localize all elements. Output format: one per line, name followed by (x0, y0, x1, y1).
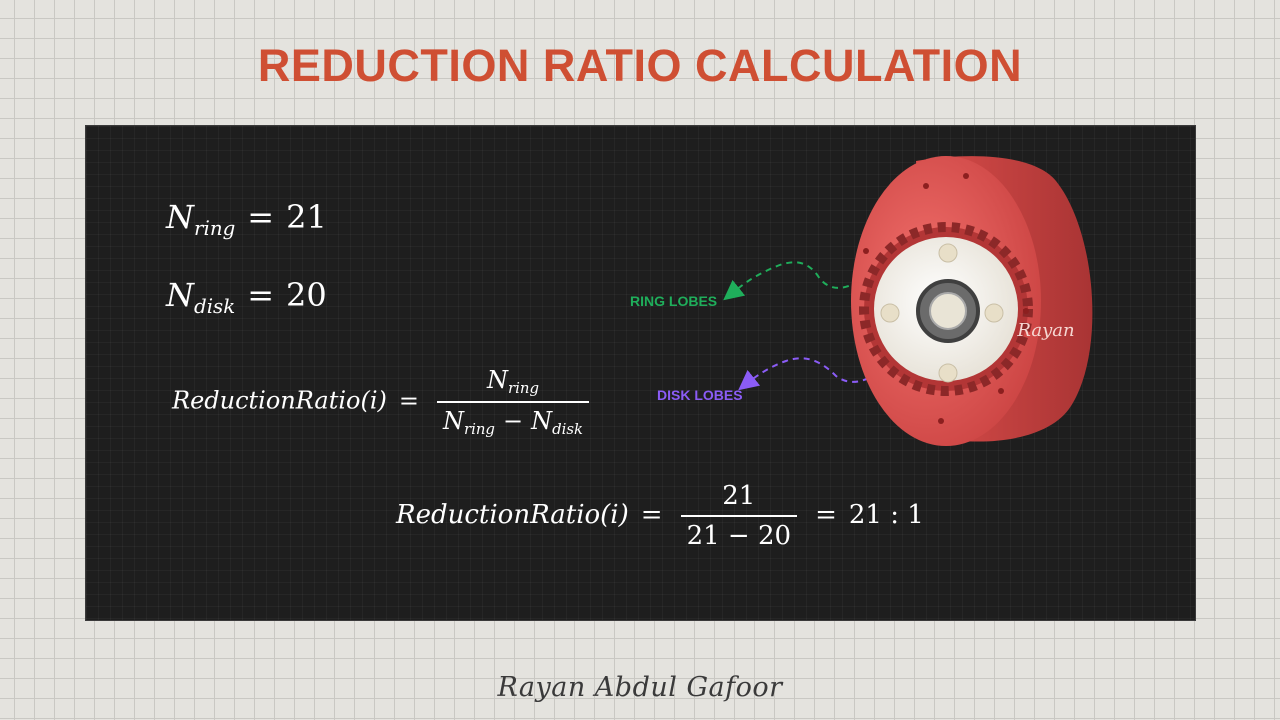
result-ratio: 21 : 1 (848, 500, 924, 530)
part-watermark: Rayan (1016, 320, 1074, 341)
cycloidal-drive-image: Rayan (851, 156, 1093, 446)
housing-bolt (863, 248, 869, 254)
housing-bolt (1023, 308, 1029, 314)
numerator-symbol: N (487, 366, 508, 394)
bearing-inner (929, 292, 967, 330)
disk-hole-right (984, 303, 1004, 323)
page-title: REDUCTION RATIO CALCULATION (257, 40, 1023, 91)
disk-hole-top (938, 243, 958, 263)
denominator-symbol-a: N (442, 407, 464, 436)
n-disk-equals: = (247, 276, 275, 314)
n-disk-symbol: N (166, 276, 194, 314)
formula-numerator: Nring (481, 366, 545, 401)
n-disk-value: 20 (286, 276, 327, 314)
disk-hole-bottom (938, 363, 958, 383)
n-ring-value: 21 (286, 198, 327, 236)
n-ring-equation: Nring = 21 (166, 198, 327, 240)
result-denominator: 21 − 20 (680, 515, 798, 551)
disk-lobes-label: DISK LOBES (657, 387, 743, 403)
n-ring-symbol: N (166, 198, 194, 236)
housing-bolt (938, 418, 944, 424)
result-fraction: 21 21 − 20 (680, 481, 798, 551)
result-equals: = (640, 500, 663, 530)
result-lhs: ReductionRatio(i) (396, 500, 629, 530)
ring-lobes-label: RING LOBES (630, 293, 718, 309)
n-disk-subscript: disk (194, 294, 236, 318)
denominator-subscript-a: ring (463, 420, 495, 439)
result-equals-2: = (815, 500, 837, 530)
formula-lhs: ReductionRatio(i) (172, 386, 387, 415)
n-ring-equals: = (247, 198, 275, 236)
housing-bolt (923, 183, 929, 189)
formula-denominator: Nring−Ndisk (436, 401, 590, 439)
housing-bolt (998, 388, 1004, 394)
housing-bolt (963, 173, 969, 179)
result-numerator: 21 (722, 481, 756, 511)
numerator-subscript: ring (508, 379, 539, 398)
n-disk-equation: Ndisk = 20 (166, 276, 327, 318)
disk-hole-left (880, 303, 900, 323)
reduction-ratio-result: ReductionRatio(i) = 21 21 − 20 = 21 : 1 (396, 481, 924, 551)
chalkboard-panel: Nring=21 Ndisk=20 ReductionRatio(i)=Nrin… (85, 125, 1196, 621)
author-signature: Rayan Abdul Gafoor (497, 672, 783, 703)
ring-lobes-arrow (723, 258, 884, 301)
n-ring-subscript: ring (194, 216, 236, 240)
denominator-subscript-b: disk (552, 420, 584, 439)
denominator-symbol-b: N (531, 407, 553, 436)
denominator-operator: − (502, 407, 524, 436)
formula-equals: = (398, 386, 419, 415)
